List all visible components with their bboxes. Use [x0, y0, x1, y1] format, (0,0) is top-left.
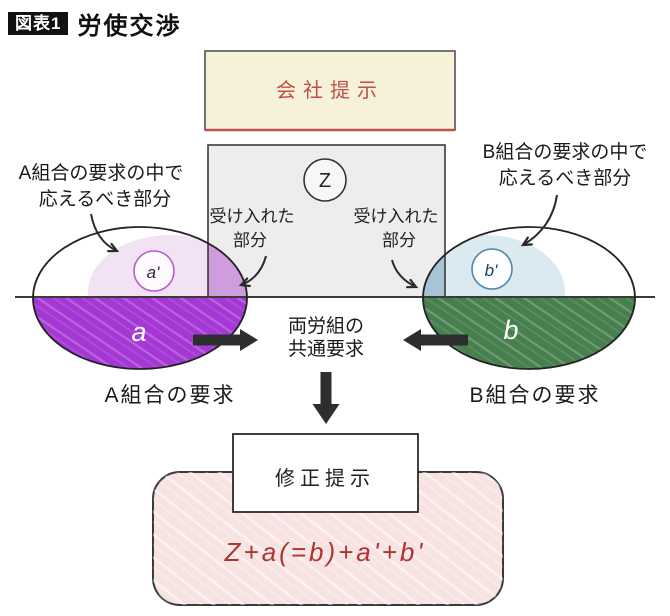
union-a-annotation-arrow	[90, 213, 117, 251]
z-symbol: Z	[303, 158, 347, 202]
accepted-portion-right: 受け入れた 部分	[354, 207, 439, 287]
a-area-label: a	[131, 317, 146, 347]
revised-proposal-box: 修正提示	[232, 433, 419, 513]
union-a-ellipse-outline	[32, 226, 248, 370]
union-b-ellipse-outline	[422, 226, 636, 370]
union-a-annotation-line2: 応えるべき部分	[39, 188, 171, 210]
formula-text: Z+a(=b)+a'+b'	[224, 537, 426, 567]
accepted-right-line2: 部分	[382, 231, 416, 250]
a-prime-label: a'	[147, 263, 160, 282]
union-b-caption: B組合の要求	[469, 384, 600, 407]
common-demand: 両労組の 共通要求	[288, 315, 364, 360]
accepted-right-arrow	[391, 259, 416, 287]
company-proposal-box: 会社提示	[204, 50, 456, 132]
accepted-left-line2: 部分	[233, 231, 267, 250]
union-b-annotation: B組合の要求の中で 応えるべき部分	[483, 141, 648, 245]
accepted-left-arrow	[241, 255, 267, 285]
figure-title: 労使交渉	[77, 13, 182, 40]
union-a-annotation-line1: A組合の要求の中で	[19, 162, 184, 184]
accepted-left-line1: 受け入れた	[210, 207, 295, 226]
union-a-annotation: A組合の要求の中で 応えるべき部分	[19, 162, 184, 251]
b-prime-label: b'	[485, 261, 498, 280]
revised-proposal-label: 修正提示	[275, 467, 375, 490]
common-demand-line1: 両労組の	[288, 315, 364, 337]
z-circle	[303, 158, 347, 202]
arrow-down-to-revised-icon	[312, 372, 340, 424]
union-b-annotation-arrow	[523, 194, 558, 245]
union-b-annotation-line2: 応えるべき部分	[499, 167, 631, 189]
a-prime-symbol: a'	[133, 250, 175, 292]
company-proposal-label: 会社提示	[276, 79, 384, 102]
common-demand-line2: 共通要求	[288, 338, 364, 360]
b-area-label: b	[503, 315, 518, 345]
figure-header: 図表1 労使交渉	[8, 6, 181, 41]
figure-number-badge: 図表1	[8, 12, 69, 35]
revised-proposal-rect	[232, 433, 419, 513]
arrow-a-to-common-icon	[193, 329, 258, 351]
union-a-caption: A組合の要求	[104, 384, 235, 407]
union-b-annotation-line1: B組合の要求の中で	[483, 141, 648, 163]
accepted-right-line1: 受け入れた	[354, 207, 439, 226]
b-prime-circle	[471, 248, 513, 290]
b-prime-symbol: b'	[471, 248, 513, 290]
a-prime-circle	[133, 250, 175, 292]
accepted-portion-left: 受け入れた 部分	[210, 207, 295, 285]
company-proposal-rect	[204, 50, 456, 131]
z-label: Z	[319, 170, 331, 192]
arrow-b-to-common-icon	[403, 329, 468, 351]
